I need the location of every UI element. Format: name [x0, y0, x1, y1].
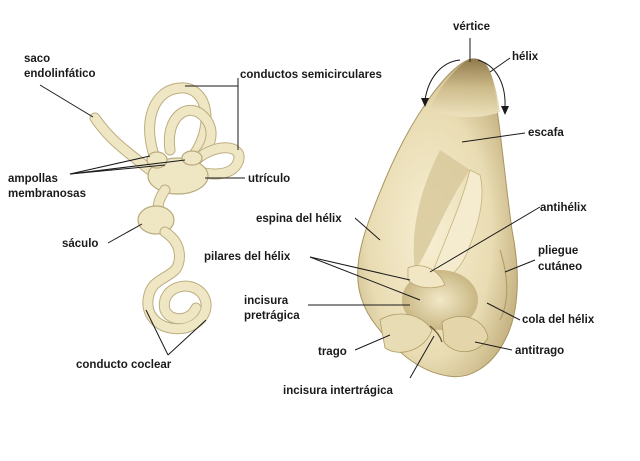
auricle: [357, 58, 518, 378]
label-saco-endolinfatico-line1: saco: [24, 53, 50, 65]
label-trago: trago: [318, 346, 347, 358]
label-conducto-coclear: conducto coclear: [76, 359, 172, 371]
label-incisura-intertragica: incisura intertrágica: [283, 385, 394, 397]
label-helix: hélix: [512, 51, 539, 63]
label-antitrago: antitrago: [515, 345, 564, 357]
leader-lines: [39, 38, 541, 379]
label-saco-endolinfatico-line2: endolinfático: [24, 68, 96, 80]
label-utriculo: utrículo: [248, 173, 290, 185]
label-pilares-helix: pilares del hélix: [204, 251, 291, 263]
label-saculo: sáculo: [62, 238, 98, 250]
label-vertice: vértice: [453, 21, 490, 33]
label-conductos-semicirculares: conductos semicirculares: [240, 69, 382, 81]
label-antihelix: antihélix: [540, 202, 587, 214]
label-pliegue-line1: pliegue: [538, 245, 578, 257]
label-pliegue-line2: cutáneo: [538, 261, 582, 273]
membranous-labyrinth: [89, 82, 245, 335]
label-cola-helix: cola del hélix: [522, 314, 595, 326]
label-ampollas-line2: membranosas: [8, 188, 86, 200]
label-ampollas-line1: ampollas: [8, 173, 58, 185]
label-incisura-pretragica-line1: incisura: [244, 295, 289, 307]
labels: saco endolinfático conductos semicircula…: [8, 21, 595, 397]
label-incisura-pretragica-line2: pretrágica: [244, 310, 300, 322]
label-escafa: escafa: [528, 127, 564, 139]
label-espina-helix: espina del hélix: [256, 213, 342, 225]
